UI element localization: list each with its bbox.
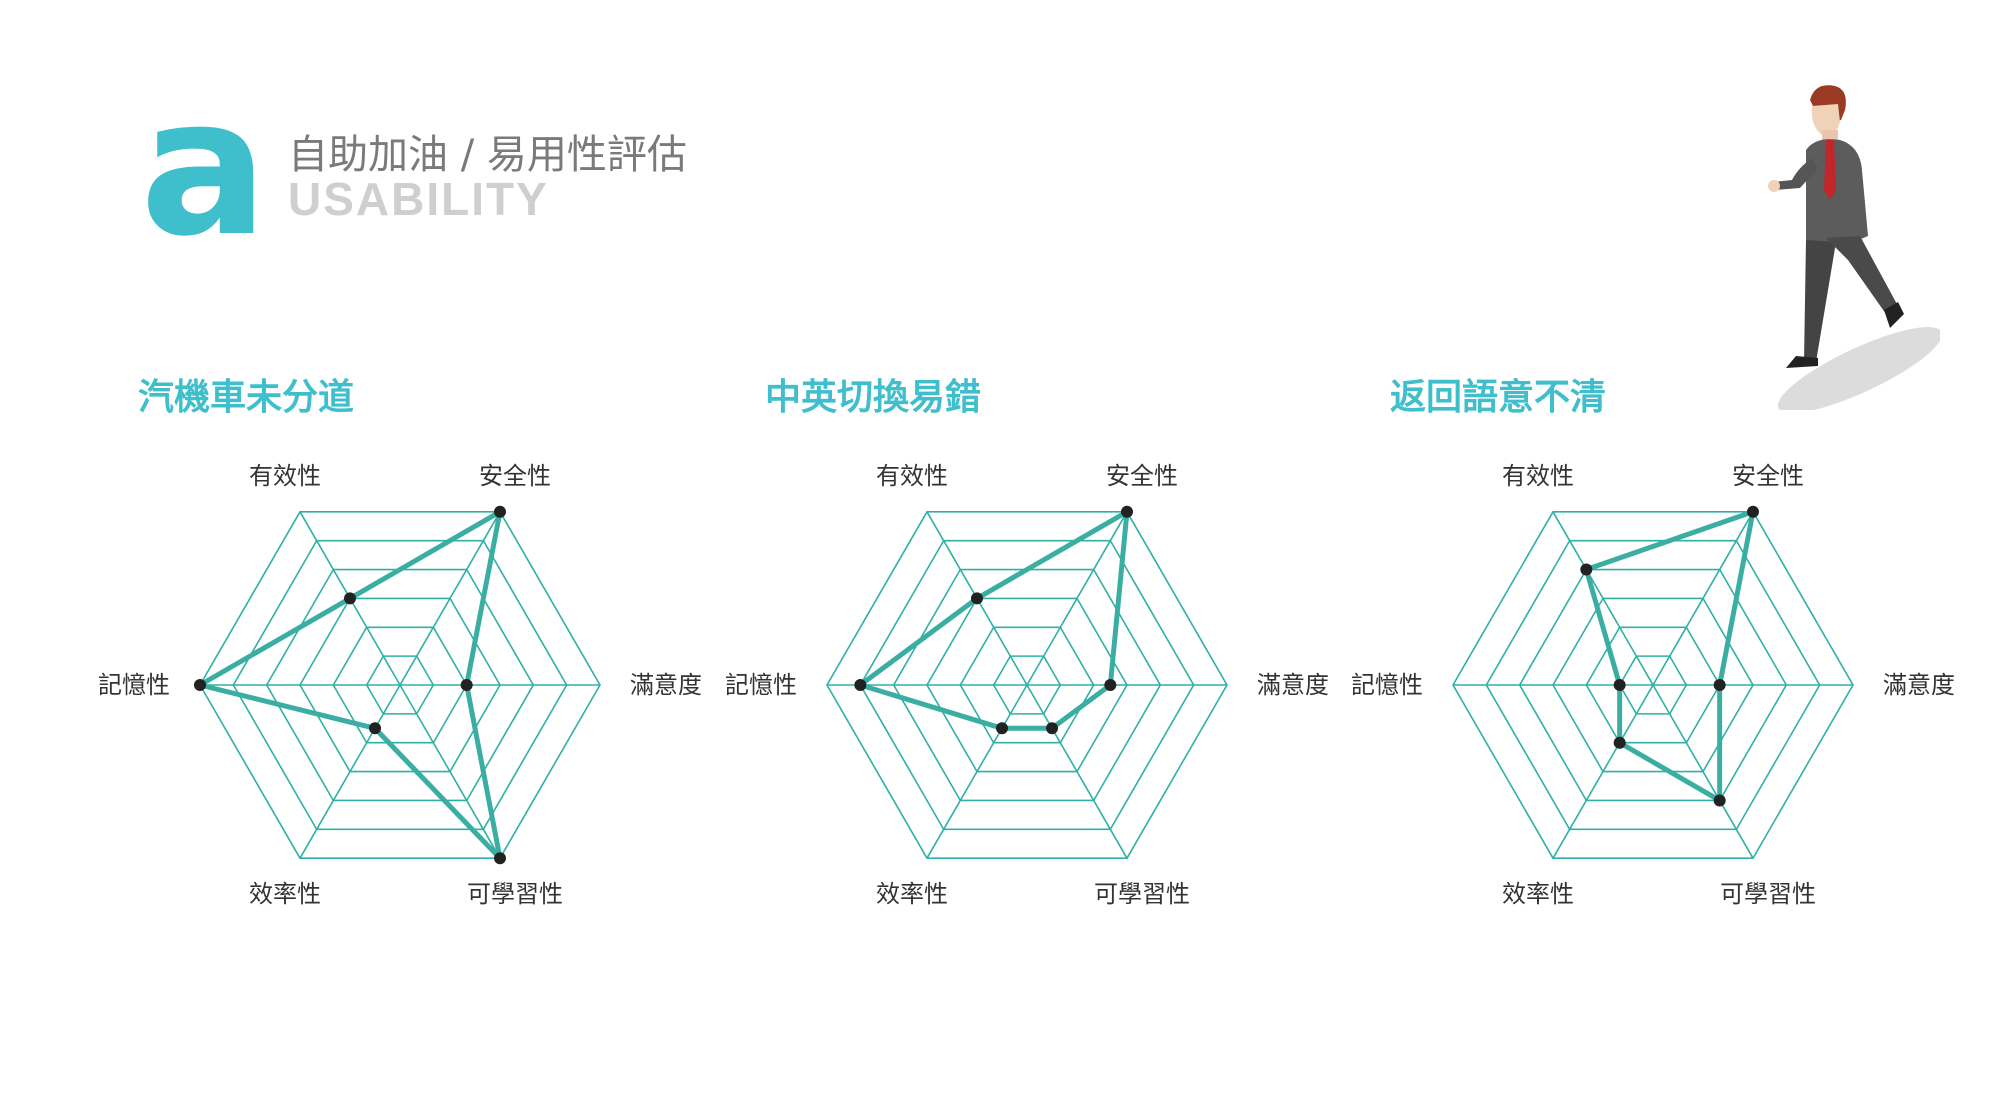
data-point-5 bbox=[1613, 679, 1626, 691]
data-point-3 bbox=[494, 852, 506, 865]
grid-spoke-6 bbox=[1552, 511, 1654, 686]
grid-spoke-3 bbox=[399, 684, 501, 859]
axis-label-3: 可學習性 bbox=[467, 880, 563, 908]
data-point-5 bbox=[194, 679, 206, 691]
axis-label-2: 滿意度 bbox=[1257, 671, 1329, 699]
grid-spoke-4 bbox=[299, 684, 401, 859]
data-point-2 bbox=[1713, 679, 1726, 691]
axis-label-1: 安全性 bbox=[1106, 462, 1178, 490]
axis-label-2: 滿意度 bbox=[1883, 671, 1955, 699]
chart-title-1: 汽機車未分道 bbox=[138, 377, 355, 418]
axis-label-3: 可學習性 bbox=[1720, 880, 1816, 908]
data-point-4 bbox=[1613, 736, 1626, 749]
data-point-2 bbox=[1104, 679, 1117, 691]
axis-label-5: 記憶性 bbox=[1351, 671, 1423, 699]
axis-label-4: 效率性 bbox=[249, 880, 321, 908]
chart-title-2: 中英切換易錯 bbox=[765, 377, 982, 418]
page-subtitle: USABILITY bbox=[288, 173, 549, 225]
data-point-1 bbox=[1747, 505, 1759, 518]
data-point-1 bbox=[1121, 505, 1133, 518]
data-point-2 bbox=[460, 679, 473, 691]
data-point-4 bbox=[996, 722, 1008, 735]
logo-a: a bbox=[140, 57, 269, 278]
axis-label-1: 安全性 bbox=[1732, 462, 1804, 490]
axis-label-2: 滿意度 bbox=[630, 671, 702, 699]
grid-spoke-3 bbox=[1026, 684, 1128, 859]
axis-label-4: 效率性 bbox=[1502, 880, 1574, 908]
axis-label-6: 有效性 bbox=[876, 462, 948, 490]
axis-label-1: 安全性 bbox=[479, 462, 551, 490]
grid-spoke-1 bbox=[399, 511, 501, 686]
walking-businessman-illustration bbox=[1768, 85, 1940, 410]
chart-title-3: 返回語意不清 bbox=[1390, 377, 1607, 418]
data-point-1 bbox=[494, 505, 506, 518]
axis-label-5: 記憶性 bbox=[98, 671, 170, 699]
grid-spoke-4 bbox=[926, 684, 1028, 859]
axis-label-5: 記憶性 bbox=[725, 671, 797, 699]
data-point-5 bbox=[854, 679, 867, 691]
axis-label-3: 可學習性 bbox=[1094, 880, 1190, 908]
page-header: a 自助加油 / 易用性評估 USABILITY bbox=[140, 57, 840, 278]
grid-spoke-1 bbox=[1652, 511, 1754, 686]
grid-spoke-1 bbox=[1026, 511, 1128, 686]
axis-label-6: 有效性 bbox=[1502, 462, 1574, 490]
data-point-4 bbox=[369, 722, 381, 735]
axis-label-6: 有效性 bbox=[249, 462, 321, 490]
page-title: 自助加油 / 易用性評估 bbox=[288, 132, 687, 178]
data-point-6 bbox=[344, 592, 356, 605]
grid-spoke-4 bbox=[1552, 684, 1654, 859]
data-point-6 bbox=[1580, 563, 1593, 576]
data-point-3 bbox=[1046, 722, 1058, 735]
data-point-6 bbox=[971, 592, 983, 605]
data-point-3 bbox=[1713, 794, 1726, 807]
axis-label-4: 效率性 bbox=[876, 880, 948, 908]
grid-spoke-3 bbox=[1652, 684, 1754, 859]
